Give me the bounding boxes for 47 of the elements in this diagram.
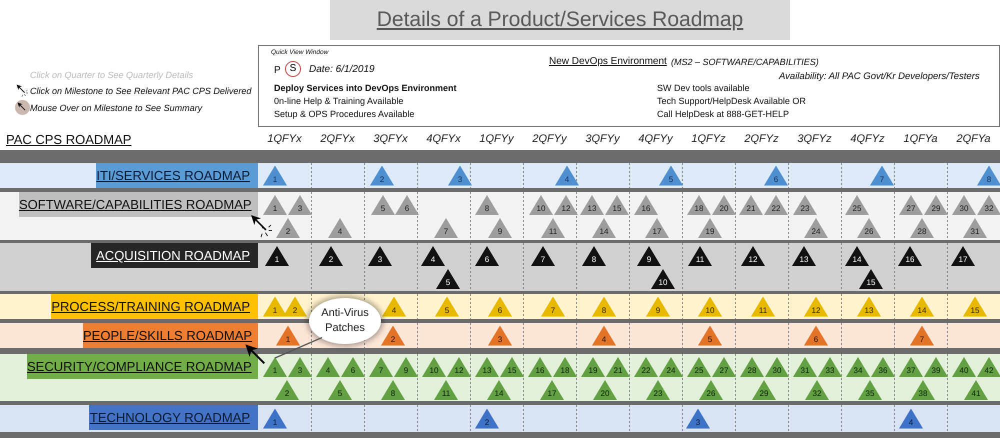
legend-text: Click on Milestone to See Relevant PAC CPS Delivered — [30, 86, 252, 96]
info-text: Availability: All PAC Govt/Kr Developers/Testers — [779, 71, 980, 82]
quarter-header: 2QFYz — [743, 133, 780, 145]
quarter-header: 1QFYx — [266, 133, 303, 145]
quick-view-panel — [258, 45, 1000, 127]
quarter-header: 4QFYx — [425, 133, 462, 145]
row-heading: ACQUISITION ROADMAP — [91, 243, 258, 268]
roadmap-row — [0, 163, 1000, 188]
quarter-header: 1QFYz — [690, 133, 727, 145]
info-text: New DevOps Environment — [549, 56, 667, 67]
quarter-header: 3QFYy — [584, 133, 621, 145]
legend-text: Mouse Over on Milestone to See Summary — [30, 103, 202, 113]
roadmap-row — [0, 192, 1000, 240]
info-text: SW Dev tools available — [657, 83, 750, 93]
title-banner: Details of a Product/Services Roadmap — [330, 0, 790, 40]
section-heading: PAC CPS ROADMAP — [6, 132, 132, 147]
callout-tail — [274, 336, 322, 359]
info-text: Setup & OPS Procedures Available — [274, 109, 414, 119]
row-heading: PROCESS/TRAINING ROADMAP — [51, 294, 258, 319]
circled-letter: S — [285, 61, 301, 77]
quarter-header: 4QFYy — [637, 133, 674, 145]
quarter-header: 2QFYx — [319, 133, 356, 145]
row-heading: SOFTWARE/CAPABILITIES ROADMAP — [19, 192, 258, 217]
roadmap-row — [0, 354, 1000, 401]
roadmap-row — [0, 243, 1000, 291]
quarter-header: 2QFYy — [531, 133, 568, 145]
roadmap-row — [0, 405, 1000, 432]
row-heading: PEOPLE/SKILLS ROADMAP — [83, 323, 258, 348]
row-heading: SECURITY/COMPLIANCE ROADMAP — [27, 354, 258, 379]
row-heading: ITI/SERVICES ROADMAP — [96, 163, 258, 188]
quarter-header: 3QFYz — [796, 133, 833, 145]
roadmap-row — [0, 294, 1000, 319]
quarter-header: 1QFYy — [478, 133, 515, 145]
info-text: Deploy Services into DevOps Environment — [274, 83, 457, 93]
row-heading: TECHNOLOGY ROADMAP — [89, 405, 258, 430]
quarter-header: 1QFYa — [902, 133, 939, 145]
roadmap-row — [0, 323, 1000, 348]
info-text: (MS2 – SOFTWARE/CAPABILITIES) — [671, 57, 819, 67]
legend-text: Click on Quarter to See Quarterly Details — [30, 70, 194, 80]
info-text: 0n-line Help & Training Available — [274, 96, 404, 106]
info-text: Date: 6/1/2019 — [309, 64, 375, 75]
quarter-header: 3QFYx — [372, 133, 409, 145]
quarter-header: 2QFYa — [955, 133, 992, 145]
quarter-header: 4QFYz — [849, 133, 886, 145]
info-text: Call HelpDesk at 888-GET-HELP — [657, 109, 790, 119]
info-text: Tech Support/HelpDesk Available OR — [657, 96, 806, 106]
info-text: P — [274, 65, 281, 76]
